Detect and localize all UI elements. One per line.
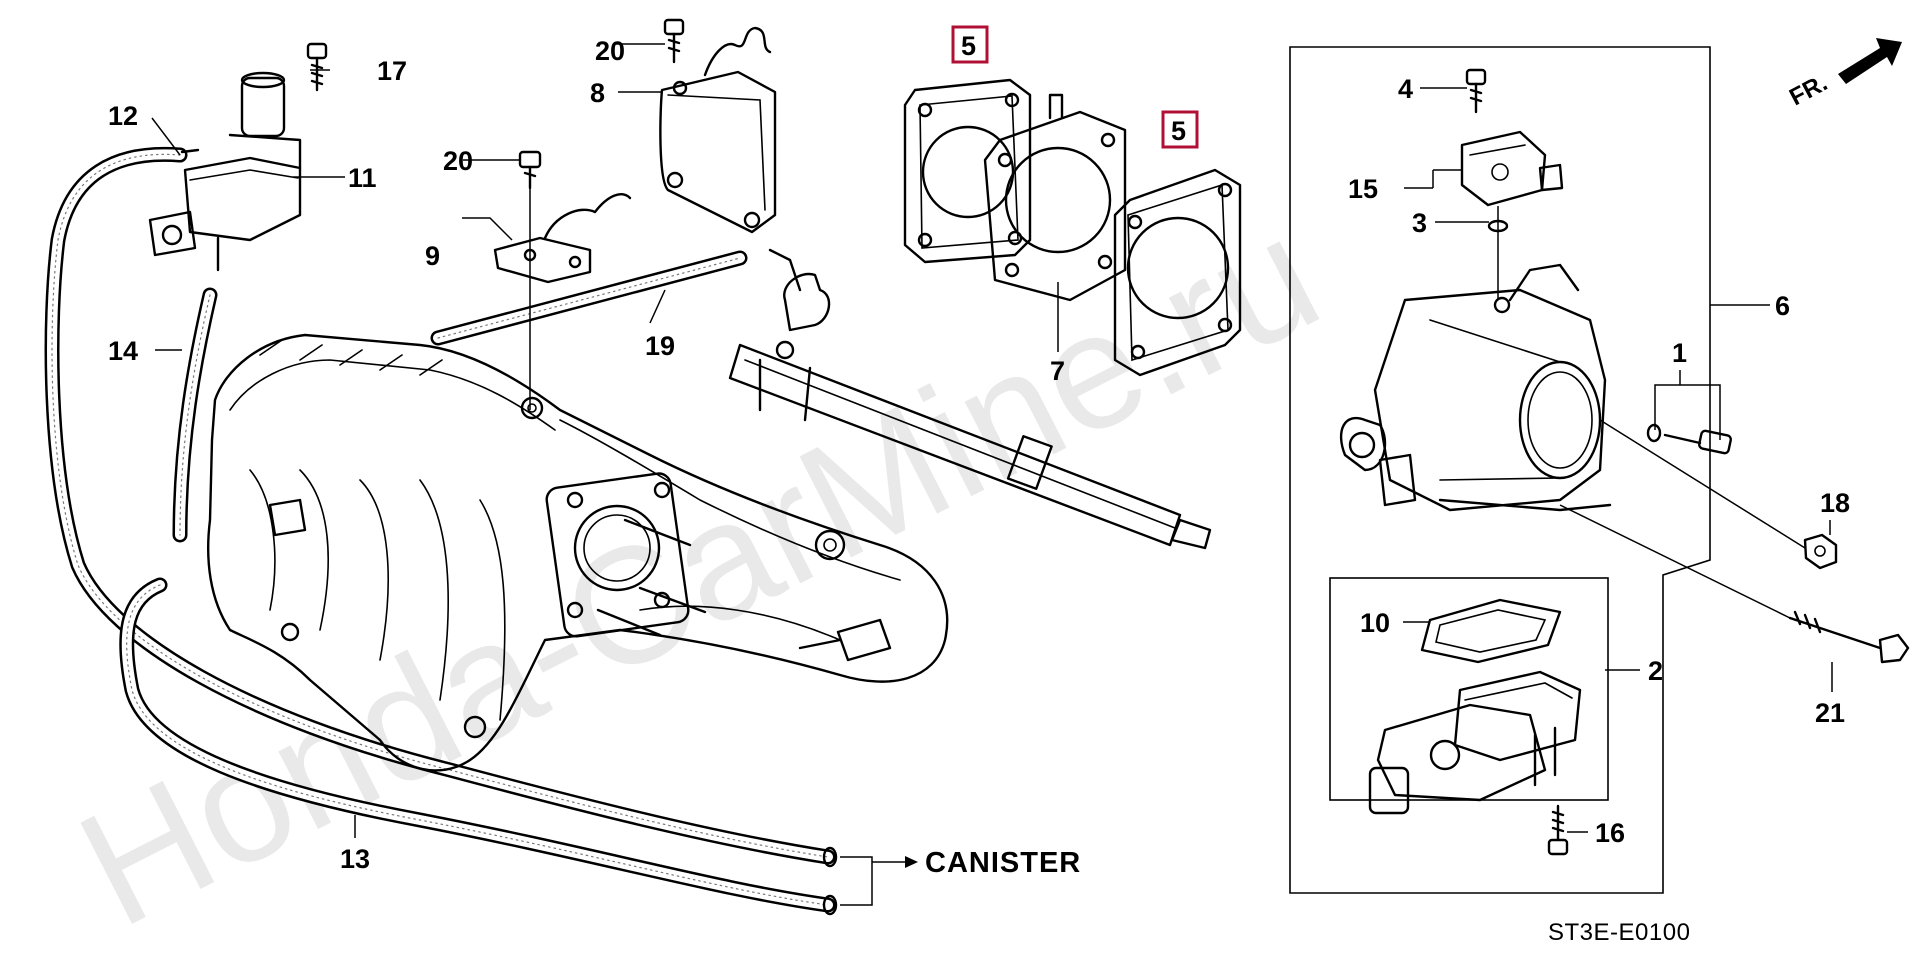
callout-13: 13 bbox=[340, 844, 370, 874]
gasket-7-center bbox=[983, 93, 1127, 302]
canister-label: CANISTER bbox=[925, 847, 1081, 879]
part-4-bolt bbox=[1465, 68, 1487, 114]
fuel-rail bbox=[728, 248, 1212, 550]
throttle-body-frame bbox=[1289, 46, 1711, 894]
part-2-idle-air-control-valve bbox=[1368, 670, 1582, 815]
callout-6: 6 bbox=[1775, 291, 1790, 321]
diagram-code: ST3E-E0100 bbox=[1548, 919, 1690, 946]
callout-15: 15 bbox=[1348, 174, 1378, 204]
part-10-gasket bbox=[1420, 598, 1562, 664]
front-indicator-label: FR. bbox=[1785, 69, 1832, 111]
callout-5-left: 5 bbox=[961, 31, 976, 61]
part-16-bolt bbox=[1547, 804, 1569, 856]
callout-7: 7 bbox=[1050, 356, 1065, 386]
callout-2: 2 bbox=[1648, 656, 1663, 686]
callout-4: 4 bbox=[1398, 74, 1413, 104]
gasket-5-right bbox=[1113, 168, 1242, 377]
callout-16: 16 bbox=[1595, 818, 1625, 848]
callout-14: 14 bbox=[108, 336, 138, 366]
part-15-throttle-position-sensor bbox=[1460, 130, 1564, 207]
callout-11: 11 bbox=[348, 163, 377, 193]
callout-18: 18 bbox=[1820, 488, 1850, 518]
callout-19: 19 bbox=[645, 331, 675, 361]
callout-12: 12 bbox=[108, 101, 138, 131]
callout-10: 10 bbox=[1360, 608, 1390, 638]
callout-1: 1 bbox=[1672, 338, 1687, 368]
hose-12 bbox=[44, 146, 836, 865]
callout-20-lower: 20 bbox=[443, 146, 473, 176]
part-11-solenoid-valve bbox=[148, 71, 302, 272]
part-6-throttle-body bbox=[1339, 263, 1612, 512]
hose-19 bbox=[430, 250, 748, 346]
highlight-box-5-left bbox=[951, 25, 989, 64]
part-1-screw bbox=[1646, 423, 1732, 455]
part-21-bolt bbox=[1788, 610, 1910, 664]
part-8-bracket bbox=[659, 26, 777, 234]
hose-14 bbox=[172, 287, 218, 543]
hose-13 bbox=[119, 577, 836, 913]
watermark: Honda-CarMine.ru bbox=[52, 181, 1345, 959]
callout-17: 17 bbox=[377, 56, 407, 86]
part-20-bolt-lower bbox=[518, 150, 542, 410]
callout-20-upper: 20 bbox=[595, 36, 625, 66]
part-18-nut bbox=[1803, 533, 1838, 570]
intake-manifold bbox=[207, 333, 949, 772]
callout-8: 8 bbox=[590, 78, 605, 108]
gasket-5-left bbox=[903, 78, 1032, 264]
leader-lines bbox=[151, 43, 1833, 906]
highlight-box-5-right bbox=[1161, 110, 1199, 149]
part-17-bolt bbox=[306, 42, 328, 92]
callout-21: 21 bbox=[1815, 698, 1845, 728]
callout-5-right: 5 bbox=[1171, 116, 1186, 146]
callout-9: 9 bbox=[425, 241, 440, 271]
part-9-bracket bbox=[493, 193, 632, 284]
callout-3: 3 bbox=[1412, 208, 1427, 238]
front-direction-arrow-icon bbox=[1838, 38, 1902, 84]
hose-ends bbox=[822, 846, 838, 916]
callout-numbers: 12 11 14 13 17 20 8 20 9 19 5 5 7 4 15 3… bbox=[108, 31, 1850, 874]
part-20-bolt-upper bbox=[663, 18, 685, 64]
